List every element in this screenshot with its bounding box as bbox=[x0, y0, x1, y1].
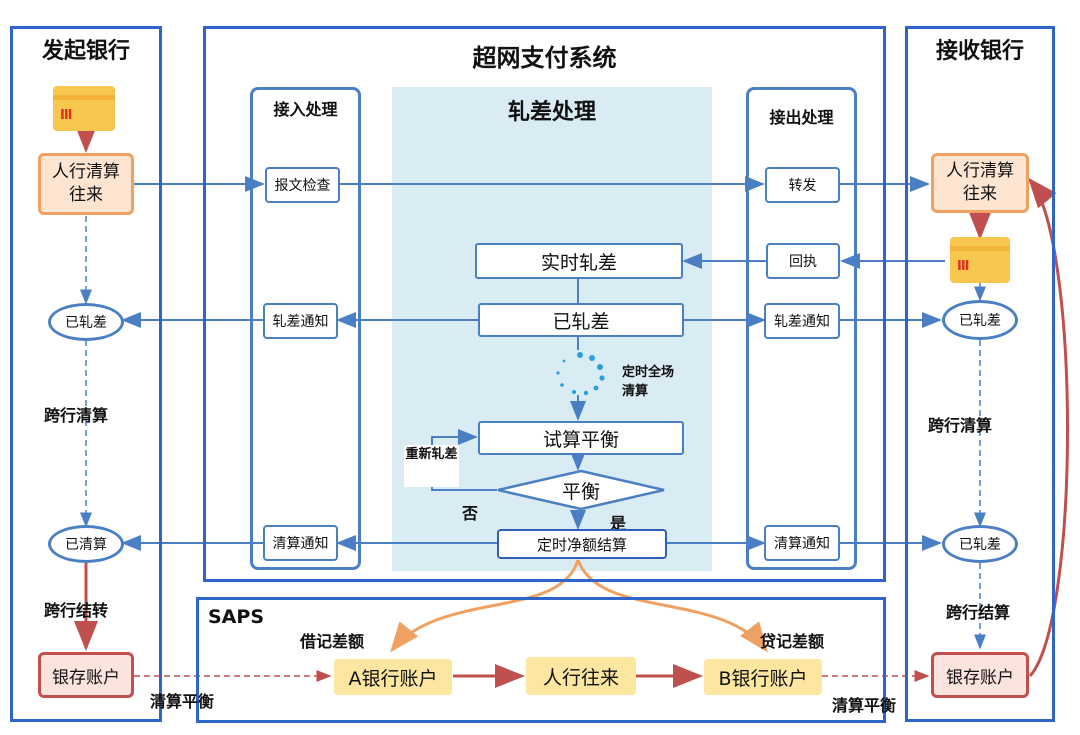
outbound-column bbox=[746, 87, 857, 570]
balance-decision-label: 平衡 bbox=[561, 481, 600, 503]
account-b-box: B银行账户 bbox=[704, 659, 822, 695]
inbound-column bbox=[250, 87, 361, 570]
no-label: 否 bbox=[462, 504, 479, 523]
realtime-netting-box: 实时轧差 bbox=[475, 243, 683, 279]
left-interbank-transfer-label: 跨行结转 bbox=[44, 601, 109, 620]
center-panel-title: 超网支付系统 bbox=[472, 44, 617, 72]
left-panel bbox=[10, 26, 162, 722]
netting-title: 轧差处理 bbox=[507, 100, 596, 125]
renet-label: 重新轧差 bbox=[404, 445, 459, 487]
saps-title: SAPS bbox=[208, 606, 264, 628]
right-clearing-box: 人行清算往来 bbox=[931, 153, 1029, 213]
account-a-box: A银行账户 bbox=[334, 659, 452, 695]
left-interbank-clearing-label: 跨行清算 bbox=[44, 406, 109, 425]
inbound-net-notice-box: 轧差通知 bbox=[263, 303, 338, 339]
right-interbank-settlement-label: 跨行结算 bbox=[946, 603, 1011, 622]
left-account-box: 银存账户 bbox=[38, 652, 134, 698]
right-panel bbox=[905, 26, 1055, 722]
right-netted-node: 已轧差 bbox=[942, 300, 1018, 340]
message-check-box: 报文检查 bbox=[265, 167, 340, 203]
outbound-clear-notice-box: 清算通知 bbox=[764, 525, 840, 561]
right-panel-title: 接收银行 bbox=[935, 39, 1024, 64]
debit-balance-label: 借记差额 bbox=[300, 632, 365, 651]
left-clearing-box: 人行清算往来 bbox=[38, 153, 134, 215]
right-balance-label: 清算平衡 bbox=[832, 696, 897, 715]
receipt-box: 回执 bbox=[766, 243, 840, 279]
outbound-title: 接出处理 bbox=[769, 108, 834, 127]
inbound-title: 接入处理 bbox=[273, 100, 338, 119]
right-netted-node-2: 已轧差 bbox=[942, 525, 1018, 563]
balance-decision bbox=[497, 469, 665, 511]
bank-card-icon: III bbox=[53, 86, 115, 131]
forward-box: 转发 bbox=[765, 167, 840, 203]
timed-net-settlement-box: 定时净额结算 bbox=[497, 529, 667, 559]
left-cleared-node: 已清算 bbox=[48, 525, 124, 563]
credit-balance-label: 贷记差额 bbox=[760, 632, 825, 651]
left-balance-label: 清算平衡 bbox=[150, 692, 215, 711]
right-interbank-clearing-label: 跨行清算 bbox=[928, 416, 993, 435]
left-panel-title: 发起银行 bbox=[41, 39, 130, 64]
right-account-box: 银存账户 bbox=[931, 652, 1029, 698]
bank-card-icon: III bbox=[950, 237, 1010, 283]
yes-label: 是 bbox=[610, 514, 627, 533]
pboc-account-box: 人行往来 bbox=[526, 657, 636, 695]
timed-clearing-label: 定时全场清算 bbox=[622, 365, 675, 399]
outbound-net-notice-box: 轧差通知 bbox=[764, 303, 840, 339]
inbound-clear-notice-box: 清算通知 bbox=[263, 525, 338, 561]
left-netted-node: 已轧差 bbox=[48, 303, 124, 341]
saps-panel bbox=[196, 597, 886, 723]
netted-box: 已轧差 bbox=[478, 303, 684, 337]
center-panel bbox=[203, 26, 886, 582]
trial-balance-box: 试算平衡 bbox=[478, 421, 684, 455]
loading-spinner-icon bbox=[556, 352, 605, 396]
